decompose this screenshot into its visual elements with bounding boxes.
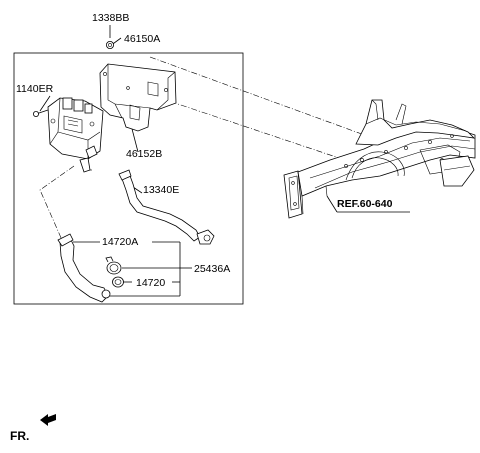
clamp-25436a: [105, 256, 122, 275]
bolt-1338bb: [106, 41, 115, 50]
hose-14720: [112, 276, 124, 288]
label-14720[interactable]: 14720: [136, 277, 165, 289]
heater-unit: [47, 97, 104, 173]
label-14720a[interactable]: 14720A: [102, 236, 138, 248]
front-arrow-icon: [40, 414, 56, 426]
label-front: FR.: [10, 429, 29, 443]
leader-lines: [39, 25, 410, 297]
label-46150a[interactable]: 46150A: [124, 33, 160, 45]
label-13340e[interactable]: 13340E: [143, 184, 179, 196]
label-ref-60-640[interactable]: REF.60-640: [337, 198, 393, 210]
label-46152b[interactable]: 46152B: [126, 148, 162, 160]
hose-13340e: [118, 169, 215, 245]
hose-14720a: [57, 233, 111, 303]
bolt-1140er: [33, 109, 49, 118]
body-structure: [283, 99, 476, 219]
label-1140er[interactable]: 1140ER: [16, 83, 54, 95]
bracket-46150a: [99, 63, 177, 132]
assembly-frame: [13, 52, 244, 305]
label-1338bb[interactable]: 1338BB: [92, 12, 129, 24]
label-25436a[interactable]: 25436A: [194, 263, 230, 275]
